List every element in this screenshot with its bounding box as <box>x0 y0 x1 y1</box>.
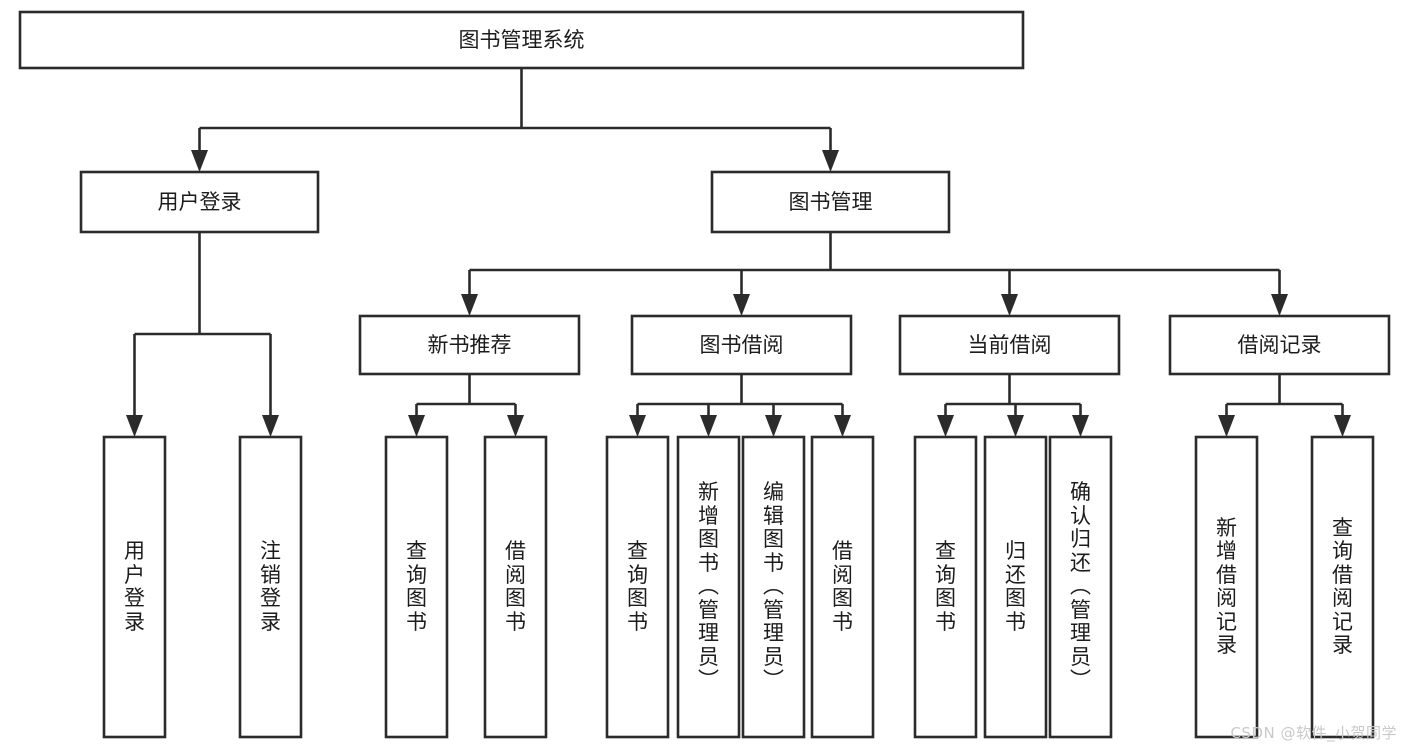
node-label-borrow-record: 借阅记录 <box>1238 333 1322 357</box>
node-label-book-manage: 图书管理 <box>789 190 873 214</box>
arrow-head <box>822 150 839 172</box>
node-box-leaf-query-book-b[interactable] <box>605 435 670 739</box>
node-box-book-borrow[interactable] <box>630 314 853 376</box>
node-box-borrow-record[interactable] <box>1168 314 1391 376</box>
node-box-user-login[interactable] <box>79 170 320 234</box>
node-box-leaf-query-book-c[interactable] <box>913 435 978 739</box>
node-box-leaf-edit-book[interactable] <box>741 435 806 739</box>
node-box-leaf-logout-login[interactable] <box>238 435 303 739</box>
node-box-leaf-borrow-book-a[interactable] <box>483 435 548 739</box>
node-box-leaf-add-record[interactable] <box>1194 435 1259 739</box>
arrow-head <box>1218 415 1235 437</box>
arrow-head <box>629 415 646 437</box>
node-label-book-borrow: 图书借阅 <box>700 333 784 357</box>
node-box-new-book-rec[interactable] <box>358 314 581 376</box>
node-box-root[interactable] <box>18 10 1025 70</box>
node-box-leaf-return-book[interactable] <box>983 435 1048 739</box>
node-label-user-login: 用户登录 <box>158 190 242 214</box>
node-box-leaf-add-book[interactable] <box>676 435 741 739</box>
node-label-new-book-rec: 新书推荐 <box>428 333 512 357</box>
arrow-head <box>1072 415 1089 437</box>
arrow-head <box>733 294 750 316</box>
arrow-head <box>937 415 954 437</box>
node-label-current-borrow: 当前借阅 <box>968 333 1052 357</box>
arrow-head <box>1001 294 1018 316</box>
node-box-leaf-user-login[interactable] <box>102 435 167 739</box>
arrow-head <box>126 415 143 437</box>
arrow-head <box>408 415 425 437</box>
arrow-head <box>765 415 782 437</box>
node-box-leaf-borrow-book-b[interactable] <box>810 435 875 739</box>
arrow-head <box>191 150 208 172</box>
arrow-head <box>700 415 717 437</box>
node-box-leaf-confirm-return[interactable] <box>1048 435 1113 739</box>
node-box-leaf-query-record[interactable] <box>1310 435 1375 739</box>
arrow-head <box>262 415 279 437</box>
node-box-book-manage[interactable] <box>710 170 951 234</box>
boxes-layer <box>18 10 1391 739</box>
arrow-head <box>1007 415 1024 437</box>
arrow-head <box>1334 415 1351 437</box>
watermark-csdn: CSDN @软件_小贺同学 <box>1230 724 1397 742</box>
node-box-current-borrow[interactable] <box>898 314 1121 376</box>
arrow-head <box>507 415 524 437</box>
node-box-leaf-query-book-a[interactable] <box>384 435 449 739</box>
arrow-head <box>834 415 851 437</box>
arrow-head <box>461 294 478 316</box>
arrow-head <box>1271 294 1288 316</box>
connectors-layer <box>126 68 1351 437</box>
node-label-root: 图书管理系统 <box>459 28 585 52</box>
